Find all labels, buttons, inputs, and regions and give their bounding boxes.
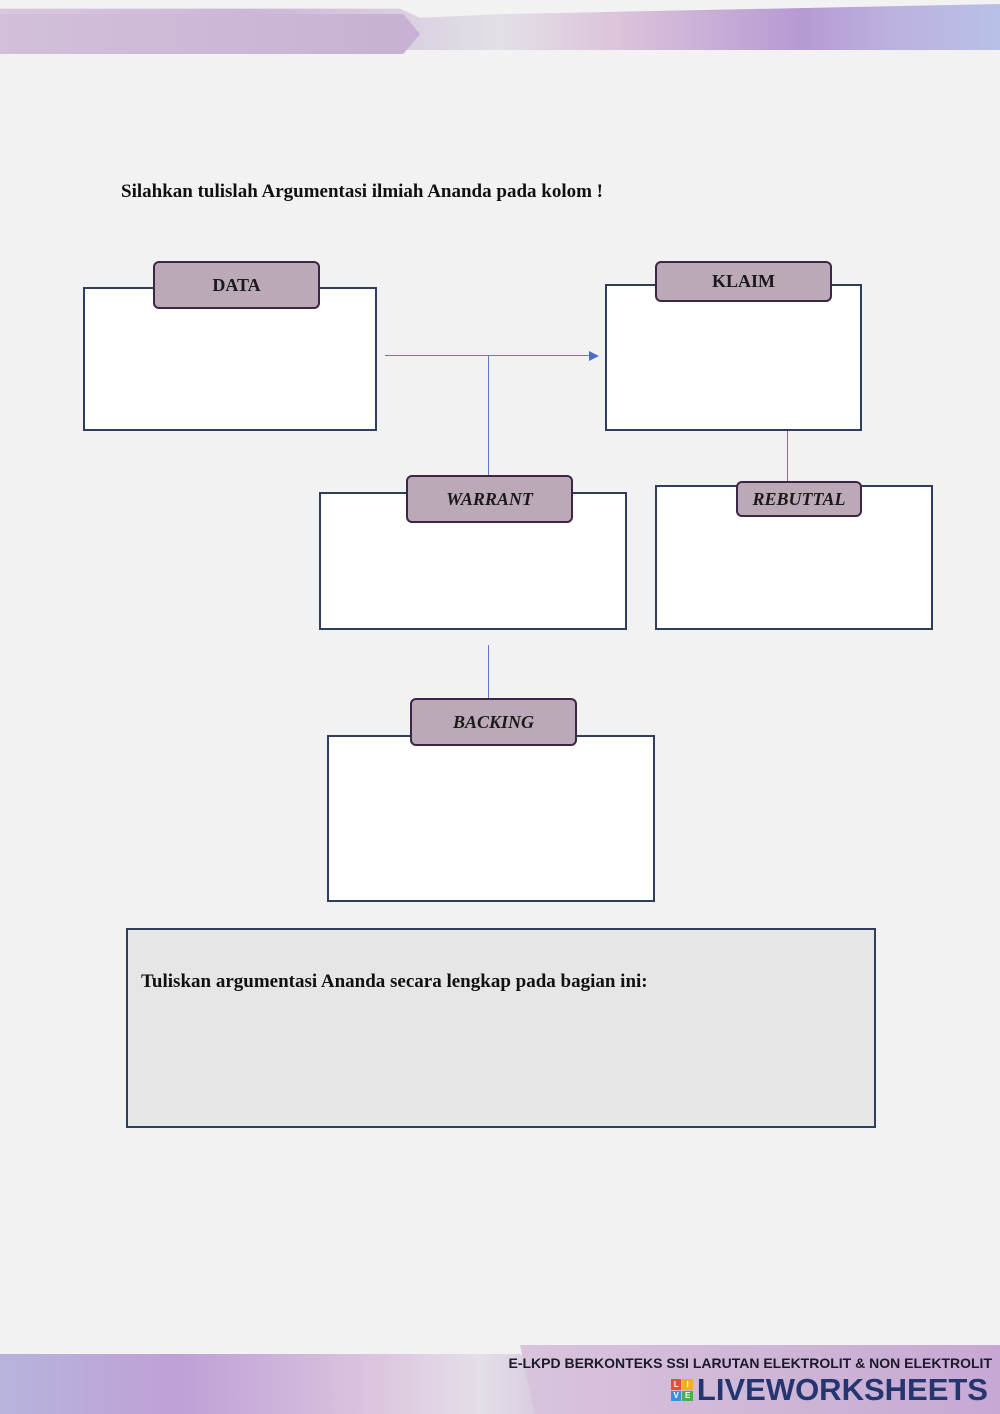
data-answer-box[interactable] bbox=[83, 287, 377, 431]
logo-letter-v: V bbox=[670, 1390, 682, 1401]
logo-letter-i: I bbox=[682, 1379, 693, 1390]
warrant-tag: WARRANT bbox=[406, 475, 573, 523]
warrant-tag-label: WARRANT bbox=[446, 488, 533, 509]
instruction-text: Silahkan tulislah Argumentasi ilmiah Ana… bbox=[121, 181, 604, 202]
footer-panel bbox=[520, 1345, 1000, 1414]
warrant-connector bbox=[488, 356, 489, 475]
klaim-tag-label: KLAIM bbox=[712, 271, 775, 291]
rebuttal-tag: REBUTTAL bbox=[736, 481, 862, 517]
data-tag: DATA bbox=[153, 261, 320, 309]
backing-tag: BACKING bbox=[410, 698, 577, 746]
klaim-tag: KLAIM bbox=[655, 261, 832, 302]
backing-connector bbox=[488, 645, 489, 698]
backing-tag-label: BACKING bbox=[452, 711, 535, 732]
arrow-head-icon bbox=[589, 351, 599, 361]
brand-text: LIVEWORKSHEETS bbox=[696, 1372, 988, 1407]
summary-label: Tuliskan argumentasi Ananda secara lengk… bbox=[141, 971, 648, 992]
klaim-answer-box[interactable] bbox=[605, 284, 862, 431]
top-decorative-tab bbox=[0, 14, 420, 54]
rebuttal-tag-label: REBUTTAL bbox=[752, 488, 846, 509]
brand-logo: L I V E LIVEWORKSHEETS bbox=[670, 1372, 988, 1408]
logo-letter-e: E bbox=[682, 1390, 693, 1401]
liveworksheets-logo-icon: L I V E bbox=[670, 1379, 693, 1401]
data-to-klaim-connector bbox=[385, 355, 589, 356]
footer-title: E-LKPD BERKONTEKS SSI LARUTAN ELEKTROLIT… bbox=[508, 1355, 992, 1371]
logo-letter-l: L bbox=[670, 1379, 682, 1390]
backing-answer-box[interactable] bbox=[327, 735, 655, 902]
argument-summary-box[interactable] bbox=[126, 928, 876, 1128]
rebuttal-connector bbox=[787, 431, 788, 481]
data-tag-label: DATA bbox=[212, 274, 261, 295]
